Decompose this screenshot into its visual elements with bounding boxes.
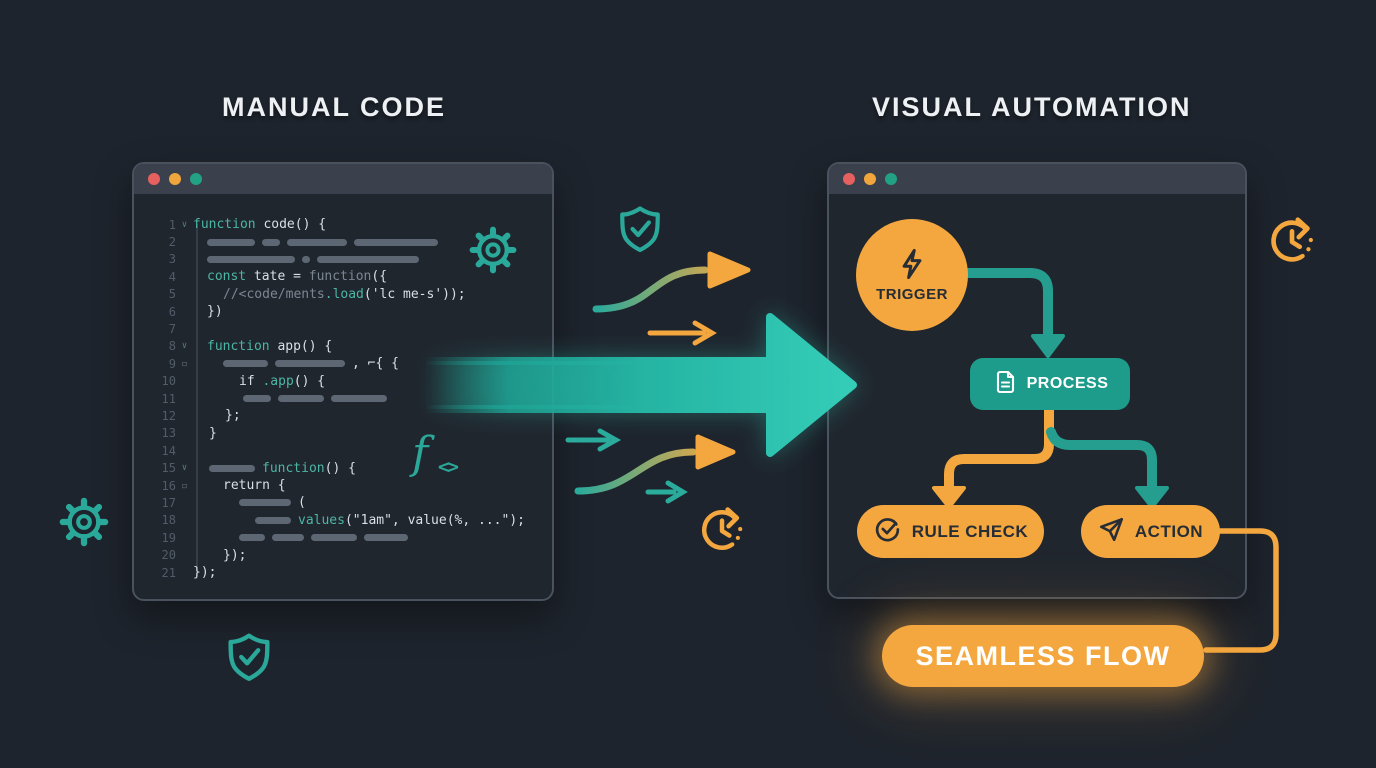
indent-guide-line	[196, 224, 198, 576]
shield-check-icon	[612, 200, 668, 258]
code-line: 6})	[168, 304, 223, 320]
trigger-node[interactable]: TRIGGER	[856, 219, 968, 331]
action-node[interactable]: ACTION	[1081, 505, 1220, 558]
clock-history-icon	[694, 502, 750, 558]
maximize-button[interactable]	[885, 173, 897, 185]
code-line: 7	[168, 322, 176, 337]
process-node[interactable]: PROCESS	[970, 358, 1130, 410]
process-label: PROCESS	[1026, 375, 1109, 392]
code-line: 11	[144, 390, 552, 407]
window-titlebar	[134, 164, 552, 194]
code-line: 15∨function() {	[161, 460, 356, 476]
small-arrow	[645, 480, 688, 504]
maximize-button[interactable]	[190, 173, 202, 185]
trigger-label: TRIGGER	[876, 286, 948, 303]
code-line: 21});	[161, 565, 217, 580]
code-line: 5//<code/ments.load('lc me-s'));	[168, 286, 466, 302]
clock-history-icon	[1263, 212, 1321, 270]
code-line: 12};	[161, 408, 241, 424]
seamless-flow-label: SEAMLESS FLOW	[915, 640, 1171, 671]
code-line: 3	[144, 251, 552, 268]
right-section-title: VISUAL AUTOMATION	[872, 92, 1192, 122]
close-button[interactable]	[843, 173, 855, 185]
left-section-title: MANUAL CODE	[222, 92, 446, 122]
seamless-flow-badge[interactable]: SEAMLESS FLOW	[882, 625, 1204, 687]
action-label: ACTION	[1134, 521, 1204, 541]
code-line: 9▫, ⌐{ {	[168, 356, 399, 372]
rule-check-node[interactable]: RULE CHECK	[857, 505, 1044, 558]
small-arrow	[647, 320, 717, 346]
code-line: 19	[144, 529, 552, 546]
squiggle-arrow	[592, 251, 751, 313]
squiggle-arrow	[574, 434, 736, 495]
lightning-icon	[895, 247, 929, 285]
check-circle-icon	[873, 515, 902, 549]
shield-check-icon	[220, 627, 278, 687]
code-line: 16▫return {	[161, 478, 286, 494]
minimize-button[interactable]	[864, 173, 876, 185]
close-button[interactable]	[148, 173, 160, 185]
send-icon	[1098, 515, 1126, 548]
gear-icon	[467, 224, 519, 276]
gear-icon	[57, 495, 111, 549]
code-line: 13}	[161, 425, 217, 441]
code-line: 20});	[161, 547, 247, 563]
minimize-button[interactable]	[169, 173, 181, 185]
window-titlebar	[829, 164, 1245, 194]
code-line: 14	[161, 443, 176, 458]
rule-check-label: RULE CHECK	[911, 521, 1029, 541]
code-line: 1∨function code() {	[168, 217, 327, 233]
document-icon	[992, 369, 1018, 400]
code-line: 17(	[161, 495, 306, 511]
function-code-icon: f <>	[412, 428, 459, 479]
code-line: 2	[144, 233, 552, 250]
small-arrow	[565, 428, 622, 452]
code-line: 8∨function app() {	[168, 338, 333, 354]
